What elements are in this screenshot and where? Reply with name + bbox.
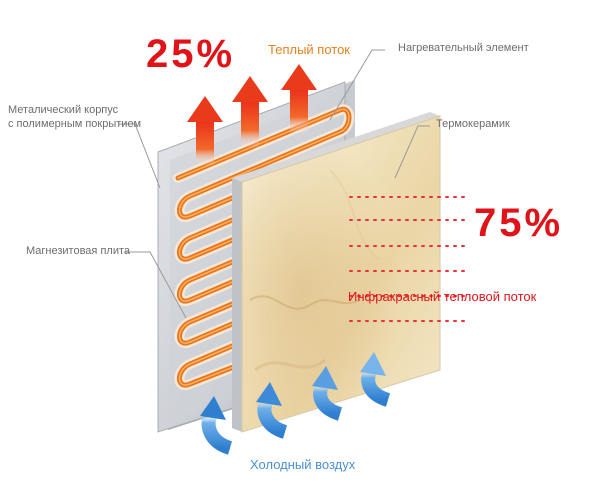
magnesite-plate-label: Магнезитовая плита — [26, 245, 130, 257]
cold-arrow-4 — [360, 352, 391, 407]
warm-arrow-right — [281, 64, 317, 134]
thermoceramic-label: Термокерамик — [436, 118, 510, 130]
percent-right: 75% — [474, 201, 564, 245]
leader-lines — [118, 49, 430, 319]
warm-flow-label: Теплый поток — [268, 42, 350, 57]
metal-case-label-line1: Металический корпус — [8, 104, 119, 116]
warm-flow-arrows — [187, 64, 317, 166]
infrared-flow-label: Инфракрасный тепловой поток — [348, 289, 537, 304]
cold-air-arrows — [200, 352, 391, 455]
warm-arrow-left — [187, 96, 223, 166]
cold-arrow-1 — [200, 396, 233, 455]
cold-air-label: Холодный воздух — [250, 457, 356, 472]
warm-arrow-middle — [232, 76, 268, 148]
heating-element-label: Нагревательный элемент — [398, 42, 529, 54]
metal-case-label-line2: с полимерным покрытием — [8, 118, 142, 130]
percent-top: 25% — [146, 32, 236, 76]
cold-arrow-2 — [256, 382, 288, 439]
thermoceramic-panel — [232, 112, 441, 433]
cold-arrow-3 — [312, 366, 343, 421]
